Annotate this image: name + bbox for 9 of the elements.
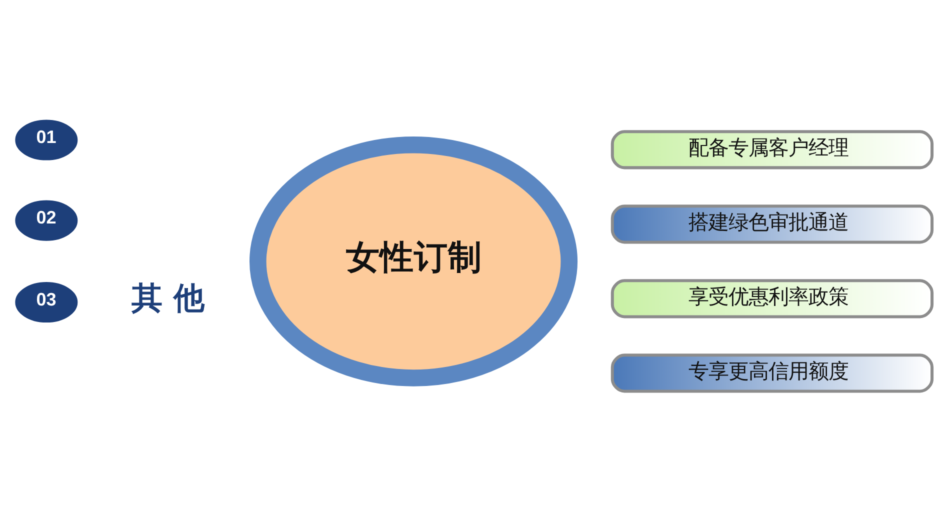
node-box: 配备专属客户经理 — [610, 130, 934, 169]
node-ellipse: 女性订制 — [250, 136, 578, 386]
node-box: 享受优惠利率政策 — [610, 278, 934, 318]
node-box: 搭建绿色审批通道 — [610, 204, 934, 244]
node-ellipse: 03 — [12, 279, 80, 324]
node-ellipse: 01 — [12, 116, 80, 162]
node-ellipse: 02 — [12, 197, 80, 243]
node-label: 其 他 — [132, 280, 205, 316]
node-box: 专享更高信用额度 — [610, 353, 934, 392]
